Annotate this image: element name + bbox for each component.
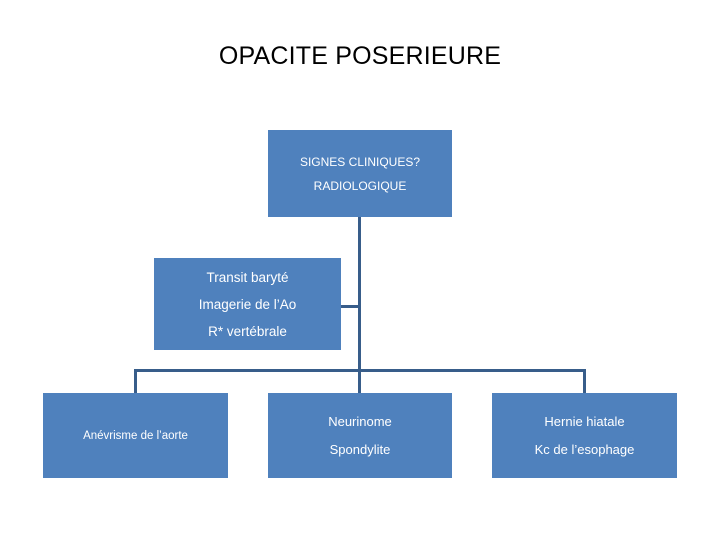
signes-cliniques-box[interactable]: SIGNES CLINIQUES? RADIOLOGIQUE — [268, 130, 452, 217]
explorations-box[interactable]: Transit baryté Imagerie de l’Ao R* verté… — [154, 258, 341, 350]
page-title: OPACITE POSERIEURE — [218, 42, 502, 70]
connector-transit-stub — [341, 305, 360, 308]
explorations-line-3: R* vertébrale — [208, 323, 287, 339]
connector-drop-center — [358, 369, 361, 393]
neurinome-box[interactable]: Neurinome Spondylite — [268, 393, 452, 478]
hernie-line-1: Hernie hiatale — [544, 413, 625, 429]
hernie-box[interactable]: Hernie hiatale Kc de l’esophage — [492, 393, 677, 478]
signes-cliniques-line-2: RADIOLOGIQUE — [313, 178, 407, 193]
anevrisme-box[interactable]: Anévrisme de l’aorte — [43, 393, 228, 478]
connector-drop-left — [134, 369, 137, 393]
explorations-line-2: Imagerie de l’Ao — [198, 296, 297, 312]
explorations-line-1: Transit baryté — [206, 269, 289, 285]
signes-cliniques-line-1: SIGNES CLINIQUES? — [299, 154, 421, 169]
neurinome-line-1: Neurinome — [328, 413, 392, 429]
hernie-line-2: Kc de l’esophage — [534, 441, 635, 457]
anevrisme-line-1: Anévrisme de l’aorte — [83, 429, 188, 442]
connector-drop-right — [583, 369, 586, 393]
connector-trunk-vertical — [358, 217, 361, 372]
neurinome-line-2: Spondylite — [329, 441, 391, 457]
